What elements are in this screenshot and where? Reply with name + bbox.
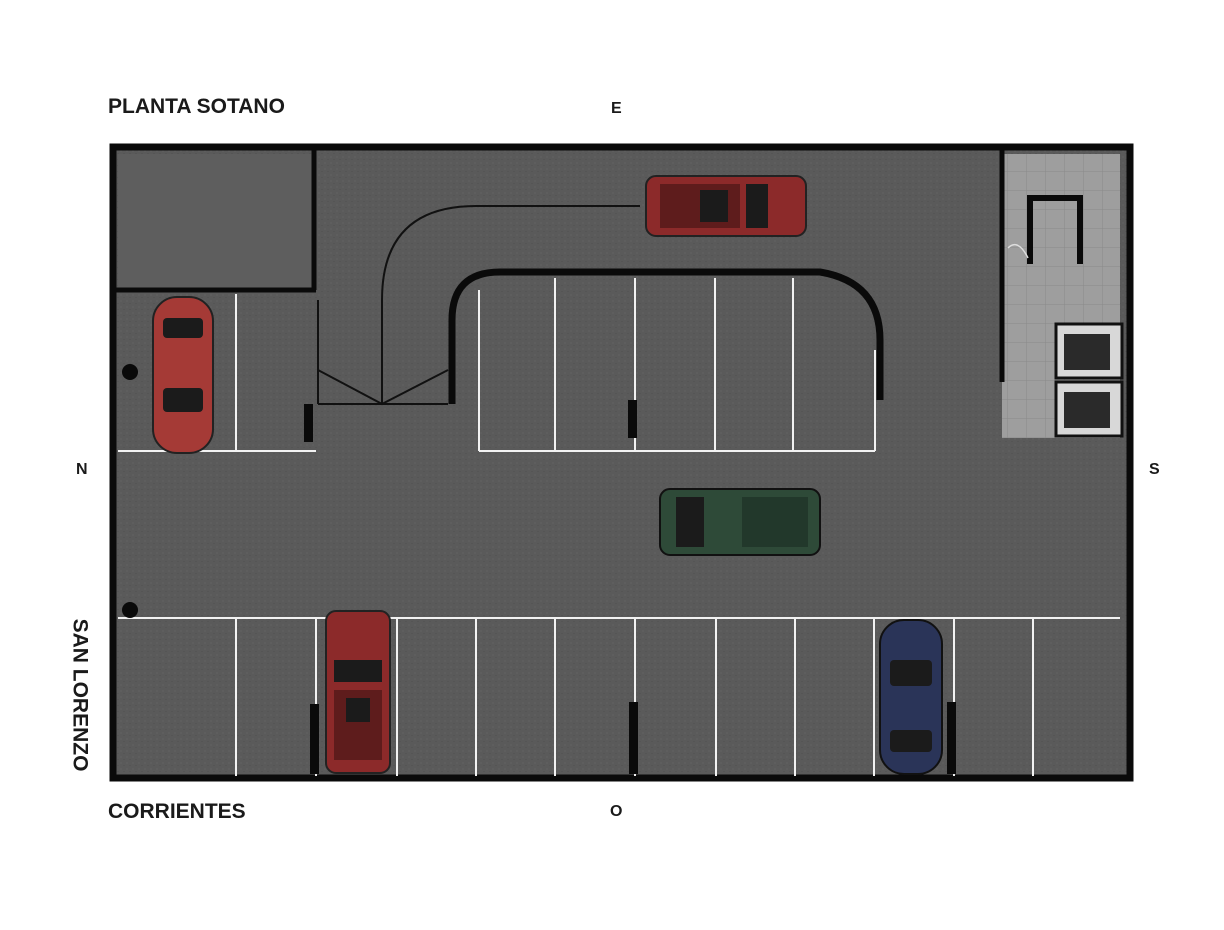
street-label-left: SAN LORENZO (68, 618, 92, 772)
room-walls (115, 150, 1005, 382)
columns (122, 364, 956, 774)
compass-top: E (611, 100, 622, 117)
compass-left: N (76, 461, 88, 478)
outer-wall (109, 143, 1134, 782)
stall-lines (118, 278, 1120, 776)
red-pickup-top (645, 175, 807, 237)
upper-left-room (118, 154, 312, 288)
compass-right: S (1149, 461, 1160, 478)
compass-bottom: O (610, 803, 623, 820)
plan-title: PLANTA SOTANO (108, 95, 285, 118)
service-fixtures (1007, 195, 1124, 438)
green-pickup-center (659, 488, 821, 556)
red-sedan-left (152, 296, 214, 454)
street-label-bottom: CORRIENTES (108, 800, 246, 823)
blue-sedan-bottom (879, 619, 943, 775)
red-pickup-bottom (325, 610, 391, 774)
ramp (317, 205, 884, 406)
